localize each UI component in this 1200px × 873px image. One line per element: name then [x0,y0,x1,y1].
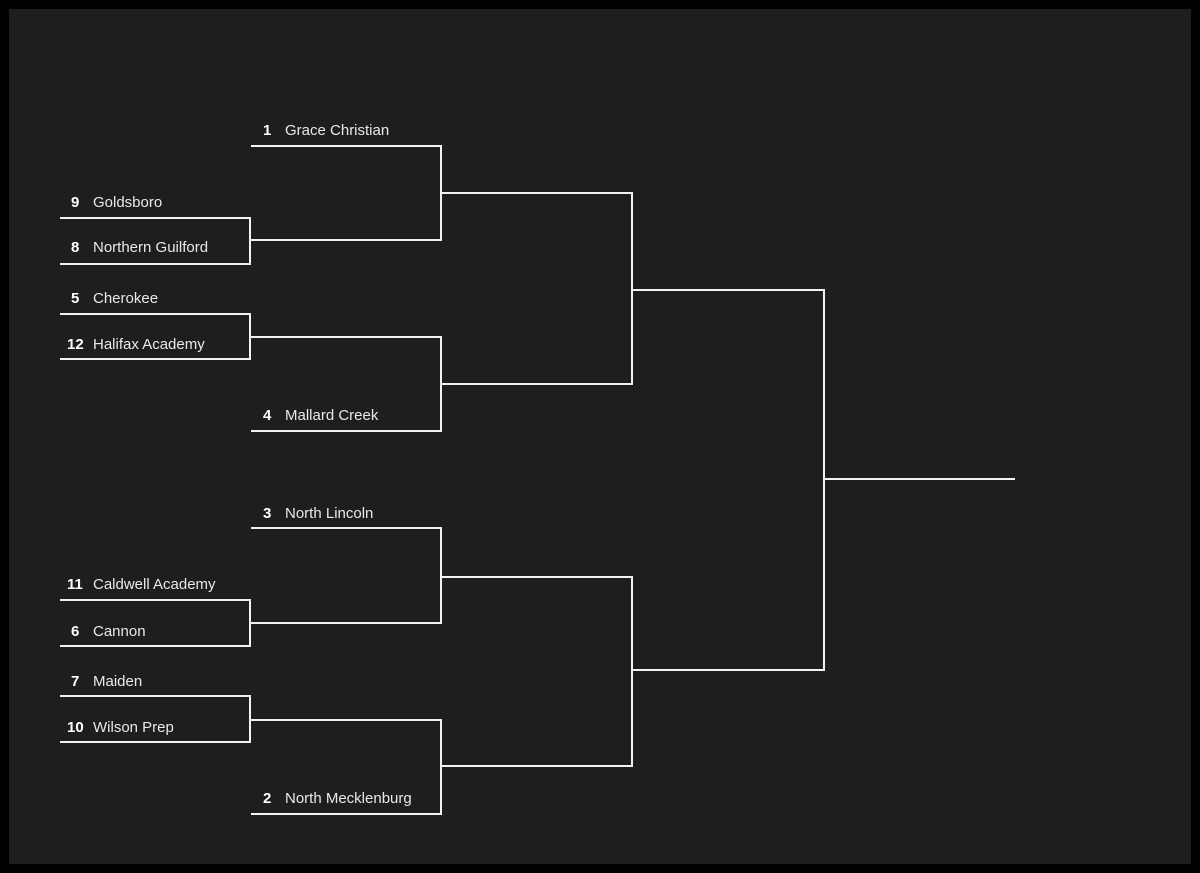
connector-sf-1 [442,192,633,385]
seed-label: 2 [263,790,271,807]
connector-qf-2 [251,336,442,432]
connector-first-round-7-10 [60,695,251,743]
team-name: Caldwell Academy [93,576,216,593]
team-mallard-creek: 4 Mallard Creek [263,407,379,424]
connector-sf-2 [442,576,633,767]
connector-qf-1 [251,145,442,241]
connector-first-round-11-6 [60,599,251,647]
bracket-panel [9,9,1191,864]
connector-final [633,289,825,671]
seed-label: 10 [67,719,84,736]
team-caldwell-academy: 11 Caldwell Academy [67,576,216,593]
seed-label: 8 [71,239,79,256]
team-name: Mallard Creek [285,407,379,424]
team-name: North Lincoln [285,505,373,522]
team-maiden: 7 Maiden [71,673,142,690]
bracket-connectors [60,145,1015,815]
seed-label: 6 [71,623,79,640]
seed-label: 11 [67,576,83,593]
team-name: Grace Christian [285,122,389,139]
seed-label: 4 [263,407,272,424]
team-name: North Mecklenburg [285,790,412,807]
seed-label: 9 [71,194,79,211]
seed-label: 7 [71,673,79,690]
team-name: Halifax Academy [93,336,205,353]
seed-label: 5 [71,290,79,307]
connector-qf-3 [251,527,442,624]
team-name: Wilson Prep [93,719,174,736]
connector-first-round-5-12 [60,313,251,360]
team-grace-christian: 1 Grace Christian [263,122,389,139]
connector-qf-4 [251,719,442,815]
team-goldsboro: 9 Goldsboro [71,194,162,211]
team-halifax-academy: 12 Halifax Academy [67,336,205,353]
team-name: Northern Guilford [93,239,208,256]
connector-first-round-9-8 [60,217,251,265]
seed-label: 12 [67,336,84,353]
team-name: Cherokee [93,290,158,307]
team-north-lincoln: 3 North Lincoln [263,505,373,522]
team-name: Cannon [93,623,146,640]
team-cannon: 6 Cannon [71,623,146,640]
team-name: Goldsboro [93,194,162,211]
team-northern-guilford: 8 Northern Guilford [71,239,208,256]
seed-label: 3 [263,505,271,522]
team-north-mecklenburg: 2 North Mecklenburg [263,790,412,807]
team-labels: 1 Grace Christian 9 Goldsboro 8 Northern… [67,122,412,807]
team-wilson-prep: 10 Wilson Prep [67,719,174,736]
team-name: Maiden [93,673,142,690]
team-cherokee: 5 Cherokee [71,290,158,307]
seed-label: 1 [263,122,271,139]
